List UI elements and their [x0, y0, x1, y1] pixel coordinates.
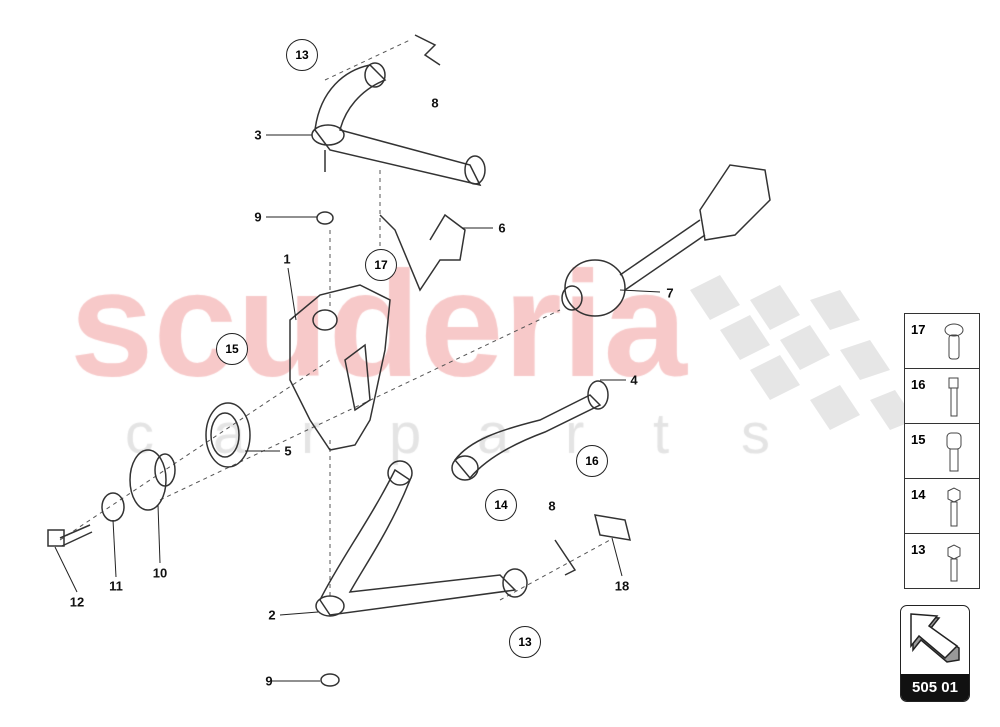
hex-bolt-icon	[947, 487, 961, 527]
hub-bolt-part-12	[47, 524, 93, 547]
callout-18: 18	[614, 578, 630, 594]
fastener-legend-panel: 17 16 15 14 13	[904, 313, 980, 589]
hex-socket-bolt-small-icon	[948, 377, 959, 417]
callout-5: 5	[284, 443, 292, 459]
callout-8-lower: 8	[548, 498, 556, 514]
callout-circled-13: 13	[286, 39, 318, 71]
assembly-guide-lines	[59, 39, 611, 601]
sensor-bracket-part-6	[379, 213, 466, 292]
callout-10: 10	[152, 565, 168, 581]
button-head-bolt-icon	[944, 323, 964, 360]
fastener-row: 17	[905, 314, 979, 369]
fastener-number: 13	[911, 542, 926, 557]
toe-link-part-4	[451, 380, 609, 481]
callout-circled-17: 17	[365, 249, 397, 281]
fastener-number: 17	[911, 322, 926, 337]
socket-head-bolt-icon	[946, 432, 962, 472]
callout-circled-16: 16	[576, 445, 608, 477]
fastener-number: 15	[911, 432, 926, 447]
nut-part-9	[316, 211, 334, 225]
callout-2: 2	[268, 607, 276, 623]
callout-9-lower: 9	[265, 673, 273, 689]
upper-control-arm	[311, 62, 486, 187]
fastener-number: 16	[911, 377, 926, 392]
clip-part-8	[414, 34, 441, 66]
callout-circled-13-lower: 13	[509, 626, 541, 658]
callout-circled-15: 15	[216, 333, 248, 365]
nut-part-9-lower	[320, 673, 340, 687]
wheel-carrier-part-1	[289, 284, 391, 451]
callout-6: 6	[498, 220, 506, 236]
callout-11: 11	[109, 578, 123, 594]
callout-9: 9	[254, 209, 262, 225]
drive-shaft-part-7	[561, 164, 771, 317]
page-number: 505 01	[901, 674, 969, 701]
callout-8: 8	[431, 95, 439, 111]
checkered-flag-graphic	[690, 275, 915, 430]
fastener-row: 14	[905, 479, 979, 534]
fastener-row: 16	[905, 369, 979, 424]
fastener-row: 13	[905, 534, 979, 588]
arrow-up-left-icon	[910, 613, 960, 663]
callout-12: 12	[69, 594, 85, 610]
callout-1: 1	[283, 251, 291, 267]
wheel-hub-part-10	[129, 449, 176, 511]
fastener-row: 15	[905, 424, 979, 479]
callout-3: 3	[254, 127, 262, 143]
callout-circled-14: 14	[485, 489, 517, 521]
page-reference-badge: 505 01	[900, 605, 970, 702]
lower-control-arm-part-2	[315, 460, 528, 617]
leader-lines	[54, 134, 661, 682]
bracket-part-18	[593, 514, 632, 541]
wheel-bearing-part-5	[205, 402, 251, 468]
fastener-number: 14	[911, 487, 926, 502]
callout-7: 7	[666, 285, 674, 301]
clip-part-8-lower	[554, 539, 577, 576]
cap-part-11	[101, 492, 125, 522]
hex-bolt-icon	[947, 544, 961, 582]
callout-4: 4	[630, 372, 638, 388]
